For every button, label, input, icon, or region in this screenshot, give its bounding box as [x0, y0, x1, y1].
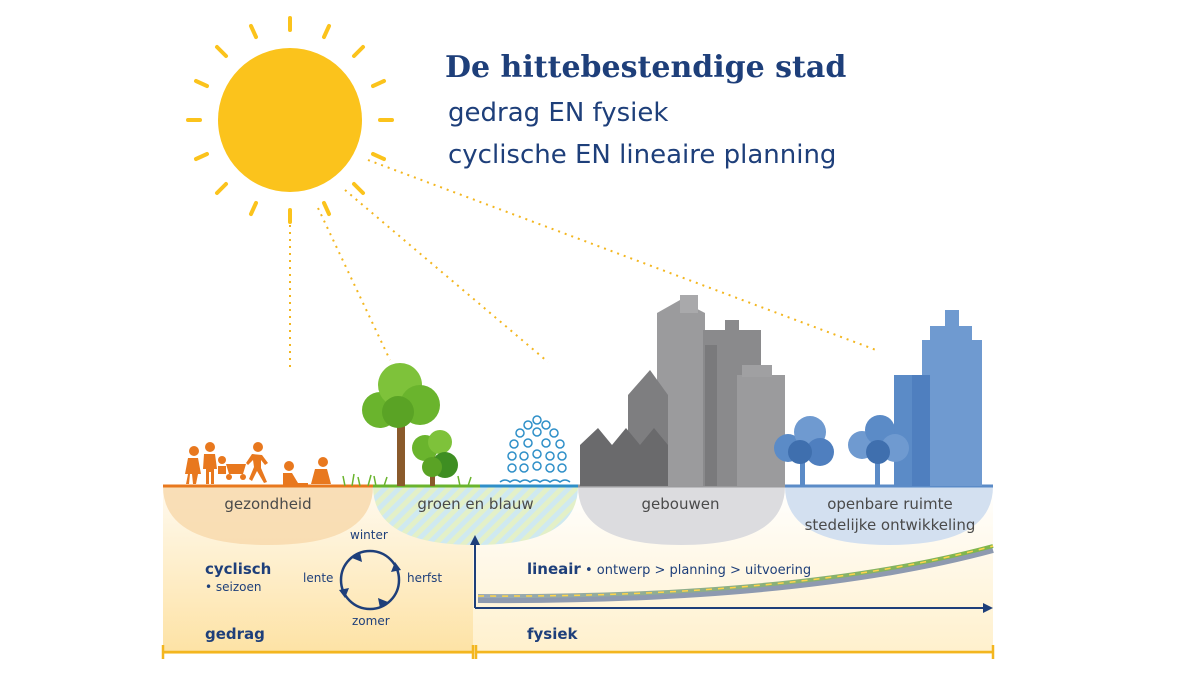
behavior-label: gedrag [205, 625, 265, 643]
zone-label-urban-development: stedelijke ontwikkeling [804, 516, 976, 534]
zone-label-buildings: gebouwen [641, 495, 720, 513]
bush-icon [412, 430, 458, 486]
sun-icon [186, 16, 394, 224]
linear-subtext: • ontwerp > planning > uitvoering [585, 563, 812, 578]
people-icon [185, 442, 331, 486]
zone-public-bowl [785, 486, 993, 545]
blue-tree-icon [774, 415, 909, 486]
cyclic-heading: cyclisch [205, 560, 272, 578]
season-autumn: herfst [407, 571, 443, 585]
subtitle-line-1: gedrag EN fysiek [448, 98, 669, 128]
bottom-brackets [161, 645, 995, 659]
season-cycle-icon [339, 549, 401, 611]
subtitle-line-2: cyclische EN lineaire planning [448, 140, 837, 170]
sun-rays [289, 159, 877, 372]
grass [342, 473, 472, 487]
page-title: De hittebestendige stad [445, 50, 847, 85]
physical-label: fysiek [527, 625, 578, 643]
season-summer: zomer [352, 614, 390, 628]
fountain-icon [499, 415, 571, 483]
zone-health-bowl [163, 486, 373, 545]
season-spring: lente [303, 571, 334, 585]
tree-icon [362, 363, 440, 486]
blue-buildings [894, 310, 982, 486]
season-winter: winter [350, 528, 388, 542]
linear-heading: lineair [527, 560, 581, 578]
gray-buildings [580, 295, 785, 486]
zone-label-green-blue: groen en blauw [417, 495, 534, 513]
cyclic-subtext: • seizoen [205, 580, 262, 594]
zone-label-health: gezondheid [224, 495, 312, 513]
linear-curve [477, 544, 994, 604]
zone-label-public-space: openbare ruimte [827, 495, 953, 513]
zone-buildings-bowl [578, 486, 785, 545]
zone-green-blue-bowl [373, 486, 578, 545]
physical-axis [470, 535, 993, 613]
